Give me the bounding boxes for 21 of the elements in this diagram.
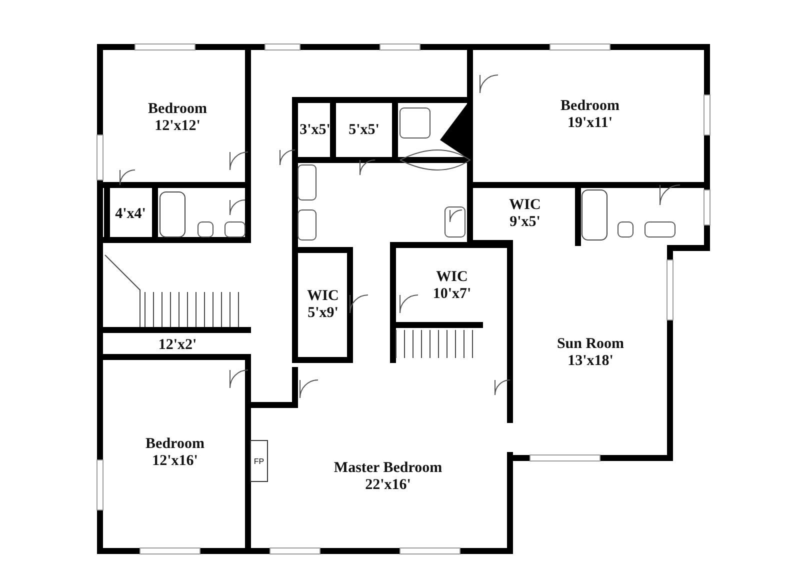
room-name: Bedroom bbox=[560, 98, 620, 115]
room-name: WIC bbox=[509, 197, 541, 214]
room-dimensions: 12'x16' bbox=[152, 452, 198, 470]
room-name: Bedroom bbox=[146, 436, 204, 452]
room-dimensions: 9'x5' bbox=[510, 214, 540, 231]
room-dimensions: 10'x7' bbox=[432, 286, 472, 302]
room-dimensions: 5'x5' bbox=[348, 122, 380, 139]
room-dimensions: 12'x2' bbox=[158, 336, 197, 354]
room-name: Master Bedroom bbox=[334, 460, 442, 476]
room-dimensions: 22'x16' bbox=[365, 476, 411, 494]
room-name: WIC bbox=[307, 288, 339, 305]
room-dimensions: 13'x18' bbox=[568, 352, 614, 370]
room-dimensions: 5'x9' bbox=[308, 305, 338, 322]
room-dimensions: 12'x12' bbox=[154, 118, 200, 134]
room-dimensions: 19'x11' bbox=[567, 115, 612, 132]
room-dimensions: 3'x5' bbox=[300, 122, 330, 139]
fireplace-box: FP bbox=[250, 440, 268, 482]
room-name: WIC bbox=[436, 268, 468, 286]
room-dimensions: 4'x4' bbox=[115, 206, 146, 222]
room-name: Bedroom bbox=[148, 100, 207, 118]
room-name: Sun Room bbox=[556, 336, 624, 352]
